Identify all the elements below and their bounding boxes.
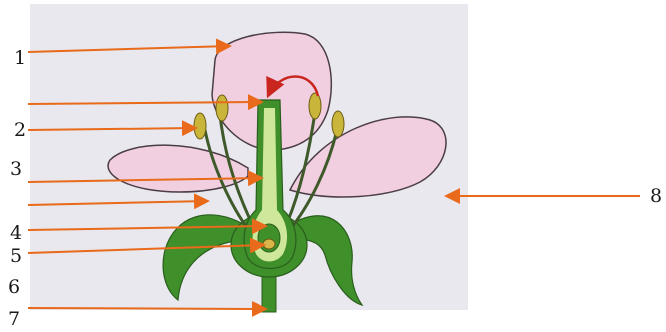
label-3: 3 — [10, 160, 22, 179]
ovule — [263, 239, 275, 249]
anther — [194, 113, 206, 139]
anther — [216, 95, 228, 121]
label-1: 1 — [14, 49, 26, 68]
label-6: 6 — [8, 278, 20, 297]
label-4: 4 — [10, 224, 22, 243]
pointer-arrow-7 — [28, 308, 266, 309]
label-8: 8 — [650, 187, 662, 206]
label-2: 2 — [14, 121, 26, 140]
label-7: 7 — [8, 310, 20, 329]
anther — [332, 111, 344, 137]
label-5: 5 — [10, 247, 22, 266]
anther — [309, 93, 321, 119]
